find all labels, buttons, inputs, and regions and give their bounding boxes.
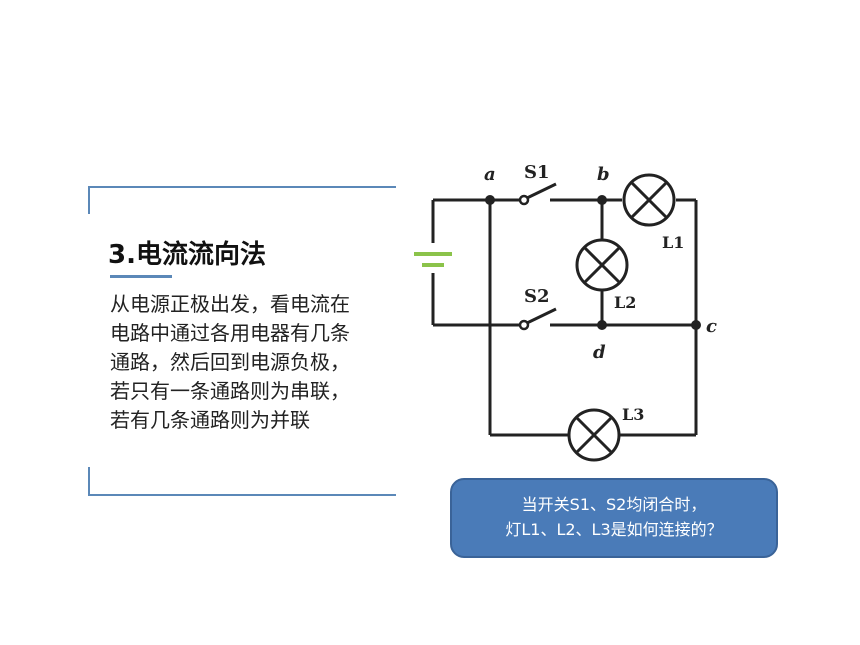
switch-label-s1: S1 — [524, 162, 550, 183]
switch-label-s2: S2 — [524, 286, 550, 307]
lamp-label-l3: L3 — [622, 405, 644, 424]
slide-title: 3.电流流向法 — [108, 240, 266, 270]
lamp-l1-icon — [622, 173, 676, 227]
circuit-wires — [431, 198, 698, 437]
junction-dots — [485, 195, 701, 330]
frame-top-corner — [88, 186, 90, 214]
title-underline — [110, 275, 172, 278]
node-label-d: d — [593, 342, 606, 363]
node-label-a: a — [484, 164, 496, 185]
node-label-b: b — [597, 164, 610, 185]
lamp-l2-icon — [575, 238, 629, 292]
callout-line-2: 灯L1、L2、L3是如何连接的？ — [505, 520, 723, 539]
lamp-label-l2: L2 — [614, 293, 636, 312]
slide-body-text: 从电源正极出发，看电流在电路中通过各用电器有几条通路，然后回到电源负极，若只有一… — [110, 292, 350, 432]
switch-s2-icon — [518, 307, 557, 331]
question-callout: 当开关S1、S2均闭合时， 灯L1、L2、L3是如何连接的？ — [450, 478, 778, 558]
frame-bottom-border — [88, 494, 396, 496]
lamp-label-l1: L1 — [662, 233, 684, 252]
battery-icon — [414, 252, 452, 267]
switch-s1-icon — [518, 182, 557, 206]
node-label-c: c — [706, 316, 717, 337]
callout-line-1: 当开关S1、S2均闭合时， — [521, 495, 707, 514]
frame-top-border — [88, 186, 396, 188]
frame-bottom-corner — [88, 467, 90, 495]
circuit-diagram: a b c d S1 S2 L1 L2 L3 — [414, 162, 717, 462]
lamp-l3-icon — [567, 408, 621, 462]
